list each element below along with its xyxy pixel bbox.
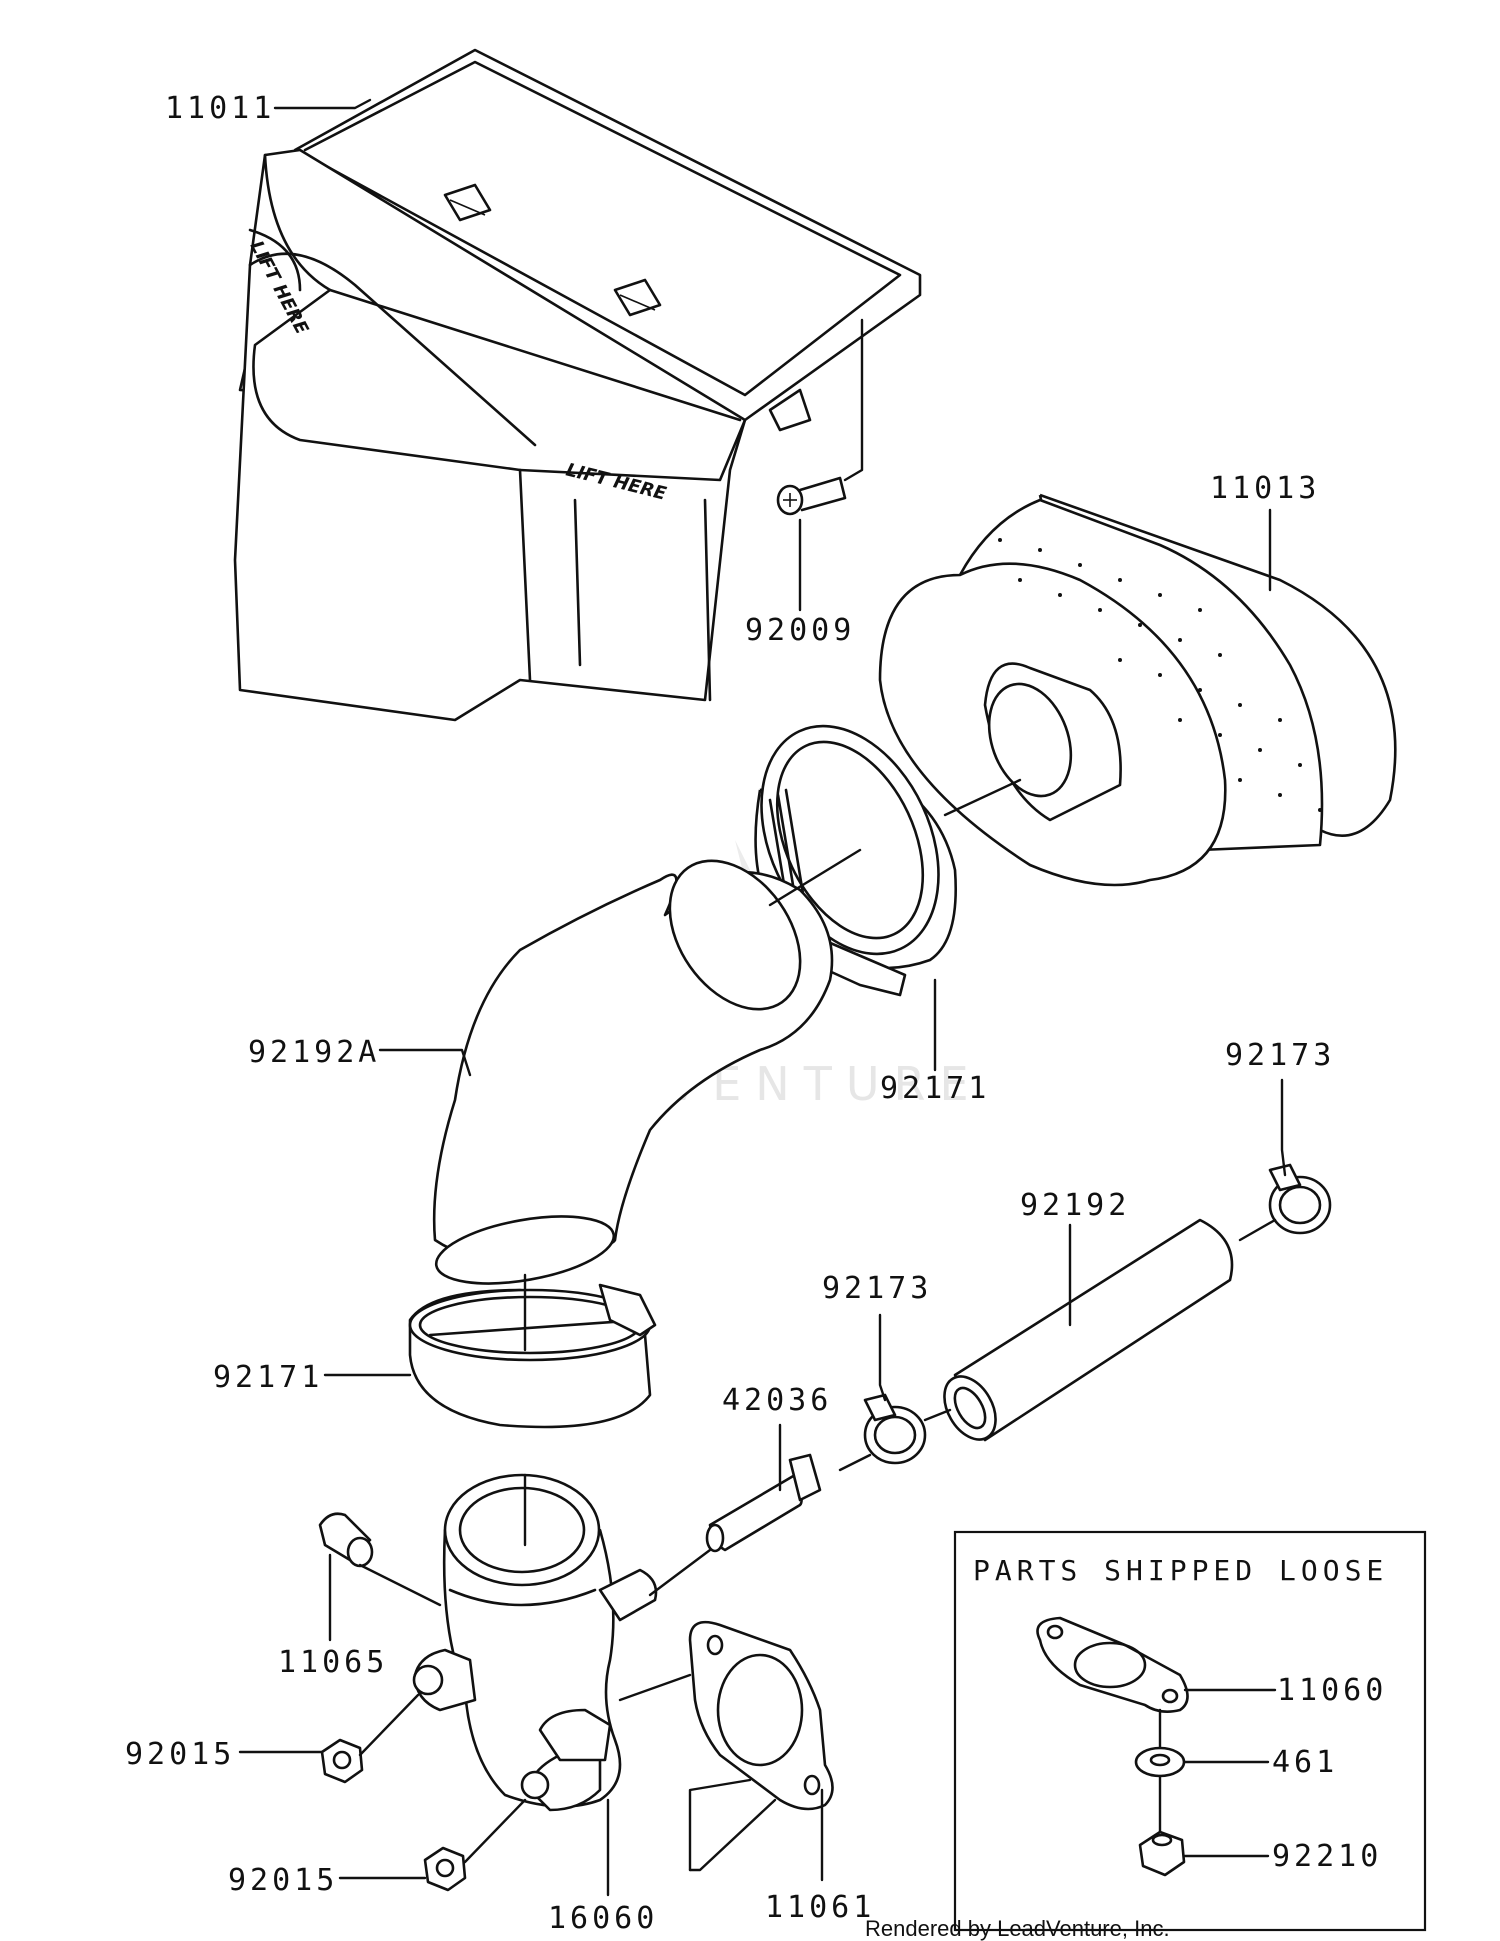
leader-lines: [238, 98, 1287, 1897]
callout-92173-right: 92173: [1225, 1038, 1335, 1073]
rubber-cap-11065: [318, 1512, 374, 1568]
assembly-lines: [358, 778, 1277, 1864]
callout-92192A: 92192A: [248, 1035, 380, 1070]
callout-92009: 92009: [745, 613, 855, 648]
screw-92009: [776, 476, 847, 516]
elbow-hose-92192A: [432, 859, 834, 1285]
parts-box-title: PARTS SHIPPED LOOSE: [973, 1554, 1388, 1587]
callout-92173-mid: 92173: [822, 1271, 932, 1306]
fitting-42036: [705, 1453, 822, 1553]
callout-16060: 16060: [548, 1901, 658, 1936]
callout-92192: 92192: [1020, 1188, 1130, 1223]
callout-11013: 11013: [1210, 471, 1320, 506]
callout-11061: 11061: [765, 1890, 875, 1925]
hose-clamp-92173-mid: [863, 1393, 927, 1465]
hose-clamp-92171-lower: [408, 1283, 657, 1429]
nut-92210: [1138, 1830, 1186, 1877]
callout-42036: 42036: [722, 1383, 832, 1418]
callouts: 11011 11013 92009 92171 92192A 92173 921…: [125, 91, 1335, 1936]
washer-461: [1134, 1746, 1186, 1778]
hose-clamp-92173-right: [1268, 1163, 1332, 1235]
callout-92171-upper: 92171: [880, 1071, 990, 1106]
flange-nut-92015-upper: [320, 1738, 364, 1784]
footer-credit: Rendered by LeadVenture, Inc.: [865, 1916, 1170, 1941]
parts-shipped-loose-box: PARTS SHIPPED LOOSE 11060 461 92210: [953, 1530, 1427, 1932]
air-cleaner-cover-11011: LIFT HERE LIFT HERE: [233, 48, 922, 722]
callout-11060: 11060: [1277, 1673, 1387, 1708]
callout-92015-lower: 92015: [228, 1863, 338, 1898]
hose-92192: [943, 1218, 1234, 1442]
callout-461: 461: [1272, 1745, 1338, 1780]
callout-11011: 11011: [165, 91, 275, 126]
filter-perforations: [998, 538, 1322, 812]
filter-element-11013: [878, 493, 1397, 887]
callout-92210: 92210: [1272, 1839, 1382, 1874]
gasket-11061: [688, 1620, 834, 1811]
gasket-11060: [1036, 1616, 1189, 1713]
callout-11065: 11065: [278, 1645, 388, 1680]
flange-nut-92015-lower: [423, 1846, 467, 1892]
intake-pipe-16060: [412, 1473, 658, 1812]
callout-92171-lower: 92171: [213, 1360, 323, 1395]
callout-92015-upper: 92015: [125, 1737, 235, 1772]
